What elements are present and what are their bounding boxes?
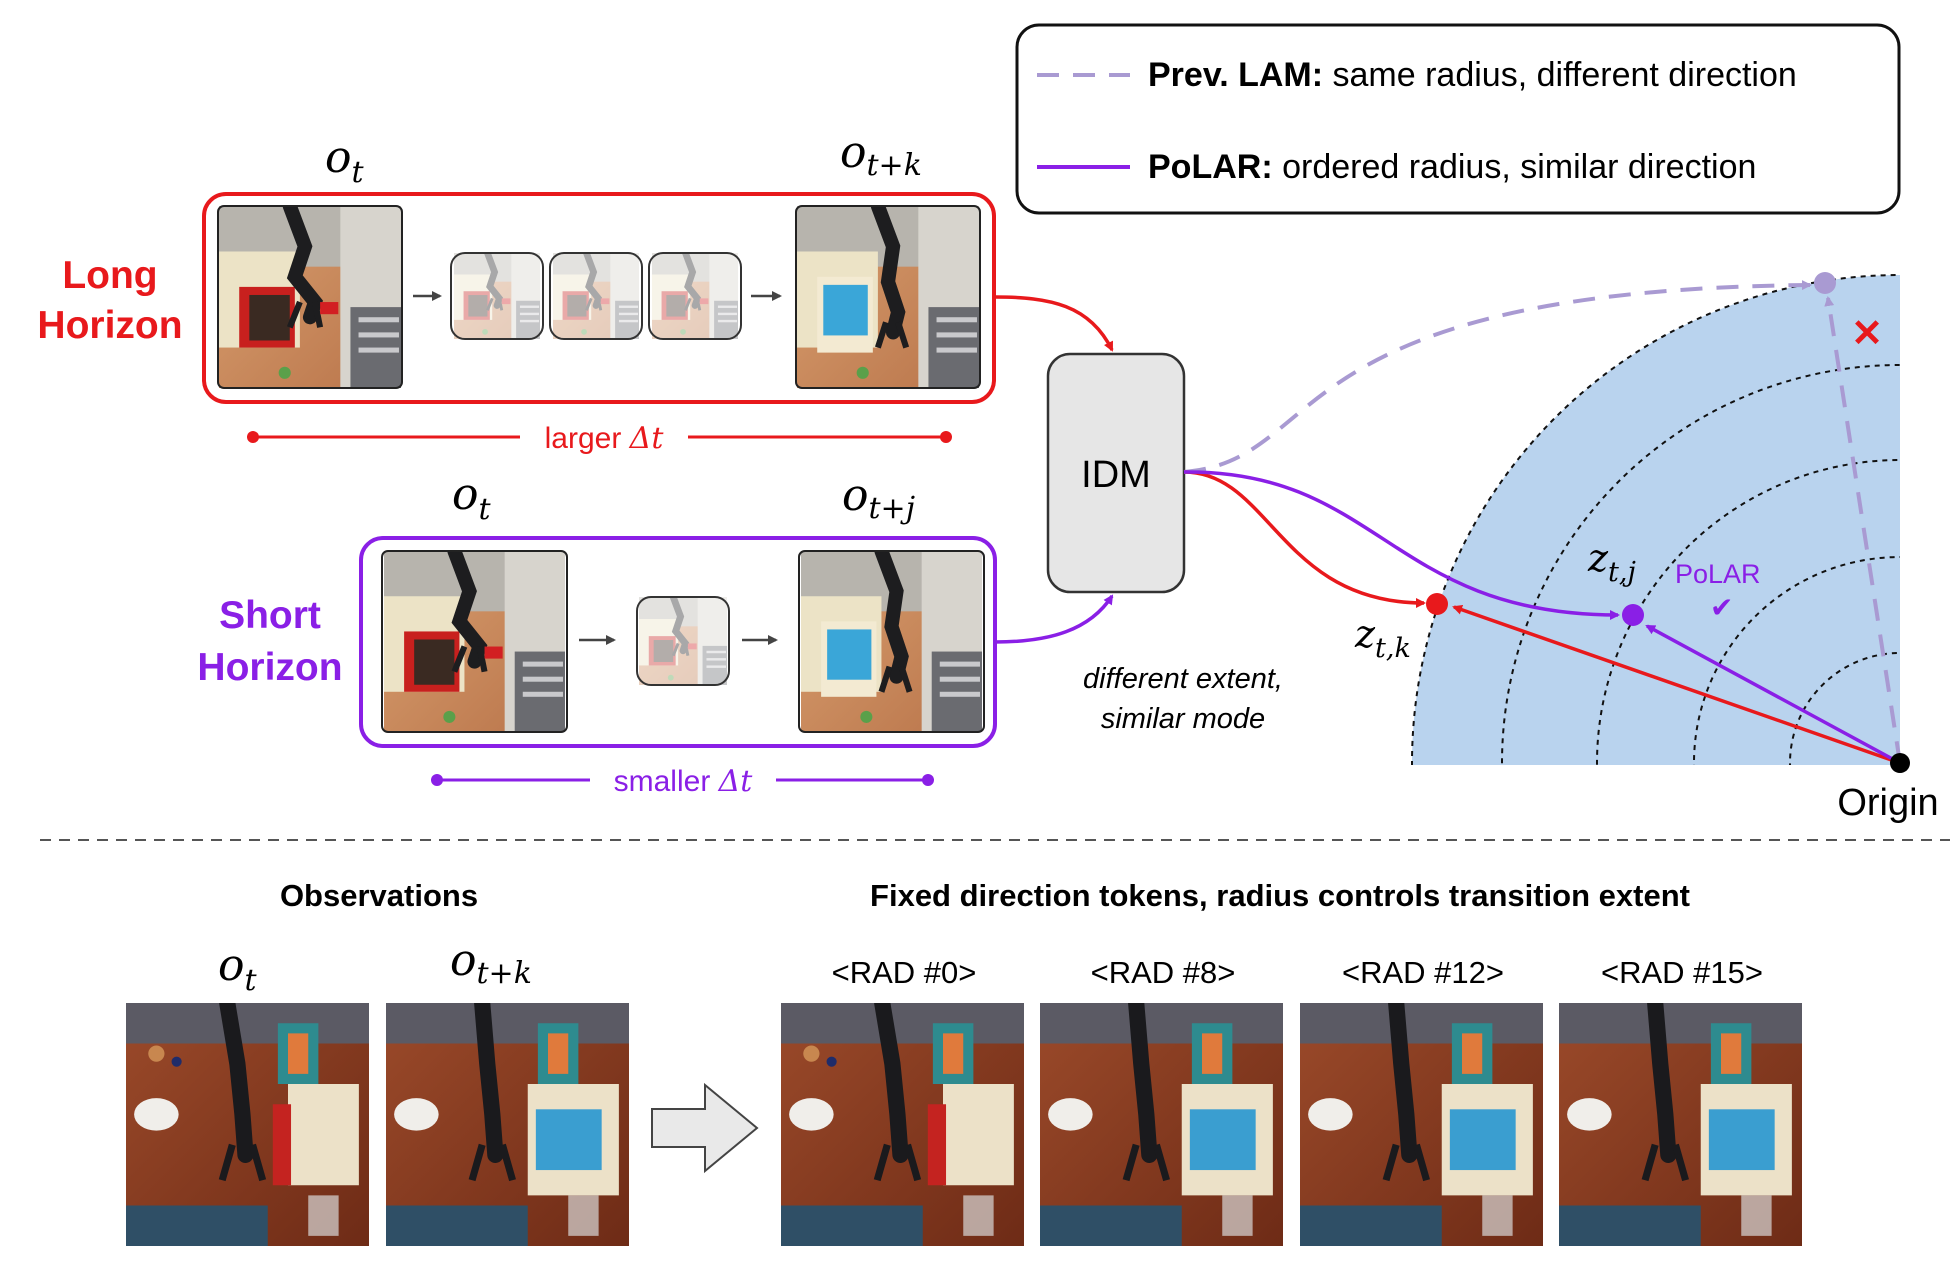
prev-lam-curve bbox=[1183, 280, 1812, 474]
short-intermediate-frame bbox=[639, 597, 727, 685]
idm-block: IDM different extent, similar mode bbox=[1046, 352, 1283, 735]
bottom-obs-left-label: ot bbox=[218, 940, 258, 998]
long-horizon-frame bbox=[202, 192, 996, 404]
long-obs-start-label: ot bbox=[325, 132, 365, 190]
short-obs-start-label: ot bbox=[452, 469, 492, 527]
long-horizon-label-line2: Horizon bbox=[37, 304, 182, 347]
short-delta-label: smaller Δt bbox=[614, 764, 754, 799]
bottom-section: Observations Fixed direction tokens, rad… bbox=[126, 878, 1802, 1246]
short-horizon-group: Short Horizon ot ot+j smaller Δt bbox=[197, 469, 997, 799]
long-mid-frame-2 bbox=[549, 252, 643, 340]
prev-lam-point bbox=[1814, 272, 1836, 294]
tokens-title: Fixed direction tokens, radius controls … bbox=[870, 878, 1690, 913]
long-intermediate-frames bbox=[454, 253, 738, 339]
latent-space: ✕ zt,k zt,j PoLAR ✔ Origin bbox=[1183, 272, 1939, 824]
legend-prev-lam-desc: same radius, different direction bbox=[1323, 56, 1797, 94]
short-delta-ruler-end bbox=[922, 774, 934, 786]
long-frame-end-image bbox=[795, 205, 981, 389]
token-image-0 bbox=[781, 1003, 1024, 1246]
transition-arrow-icon bbox=[651, 1082, 759, 1174]
legend-frame bbox=[1015, 23, 1901, 215]
token-label-3: <RAD #15> bbox=[1601, 955, 1763, 990]
short-delta-ruler-start bbox=[431, 774, 443, 786]
bottom-obs-right-label: ot+k bbox=[450, 935, 532, 991]
idm-label: IDM bbox=[1081, 454, 1151, 496]
long-horizon-group: Long Horizon ot ot+k larger Δt bbox=[37, 127, 996, 456]
origin-label: Origin bbox=[1837, 782, 1938, 824]
prev-lam-ray bbox=[1824, 296, 1902, 764]
short-frame-start-image bbox=[381, 550, 568, 733]
long-delta-ruler-end bbox=[940, 431, 952, 443]
zk-point bbox=[1426, 593, 1448, 615]
polar-tag: PoLAR bbox=[1675, 559, 1761, 589]
short-to-idm-arrow bbox=[994, 594, 1114, 644]
long-frame-start-image bbox=[217, 205, 403, 389]
long-horizon-label-line1: Long bbox=[62, 254, 157, 297]
long-mid-frame-1 bbox=[450, 252, 544, 340]
token-image-2 bbox=[1300, 1003, 1543, 1246]
short-mid-frame bbox=[636, 596, 730, 686]
short-frame-end-image bbox=[798, 550, 985, 733]
token-label-1: <RAD #8> bbox=[1091, 955, 1236, 990]
token-image-3 bbox=[1559, 1003, 1802, 1246]
origin-point bbox=[1890, 753, 1910, 773]
idm-to-zk-curve bbox=[1183, 470, 1426, 608]
zk-label: zt,k bbox=[1354, 612, 1411, 664]
token-label-2: <RAD #12> bbox=[1342, 955, 1504, 990]
cross-icon: ✕ bbox=[1851, 313, 1883, 355]
short-horizon-label-line2: Horizon bbox=[197, 646, 342, 689]
long-obs-end-label: ot+k bbox=[840, 127, 922, 183]
observations-title: Observations bbox=[280, 878, 478, 913]
legend-polar-desc: ordered radius, similar direction bbox=[1273, 148, 1757, 186]
radius-ring-1 bbox=[1411, 274, 1900, 765]
short-horizon-label-line1: Short bbox=[219, 594, 321, 637]
long-to-idm-arrow bbox=[994, 295, 1114, 352]
token-label-0: <RAD #0> bbox=[832, 955, 977, 990]
short-obs-end-label: ot+j bbox=[842, 470, 915, 526]
svg-text:Prev. LAM: same radius, differ: Prev. LAM: same radius, different direct… bbox=[1148, 56, 1797, 94]
idm-to-zj-curve bbox=[1183, 470, 1620, 620]
bottom-obs-left-image bbox=[126, 1003, 369, 1246]
zj-label: zt,j bbox=[1587, 536, 1636, 588]
long-delta-label: larger Δt bbox=[545, 421, 665, 456]
idm-caption-line2: similar mode bbox=[1101, 703, 1265, 735]
radius-ring-3 bbox=[1596, 459, 1900, 765]
legend-prev-lam-name: Prev. LAM: bbox=[1148, 56, 1323, 94]
long-mid-frame-3 bbox=[648, 252, 742, 340]
legend: Prev. LAM: same radius, different direct… bbox=[1015, 23, 1901, 215]
origin-to-zj-ray bbox=[1645, 624, 1901, 765]
svg-text:PoLAR: ordered radius, similar: PoLAR: ordered radius, similar direction bbox=[1148, 148, 1756, 186]
long-delta-ruler-start bbox=[247, 431, 259, 443]
latent-region bbox=[1412, 275, 1900, 765]
bottom-obs-right-image bbox=[386, 1003, 629, 1246]
check-icon: ✔ bbox=[1710, 592, 1733, 623]
legend-polar-name: PoLAR: bbox=[1148, 148, 1273, 186]
token-image-1 bbox=[1040, 1003, 1283, 1246]
origin-to-zk-ray bbox=[1452, 604, 1901, 765]
zj-point bbox=[1622, 604, 1644, 626]
idm-caption-line1: different extent, bbox=[1083, 663, 1283, 695]
